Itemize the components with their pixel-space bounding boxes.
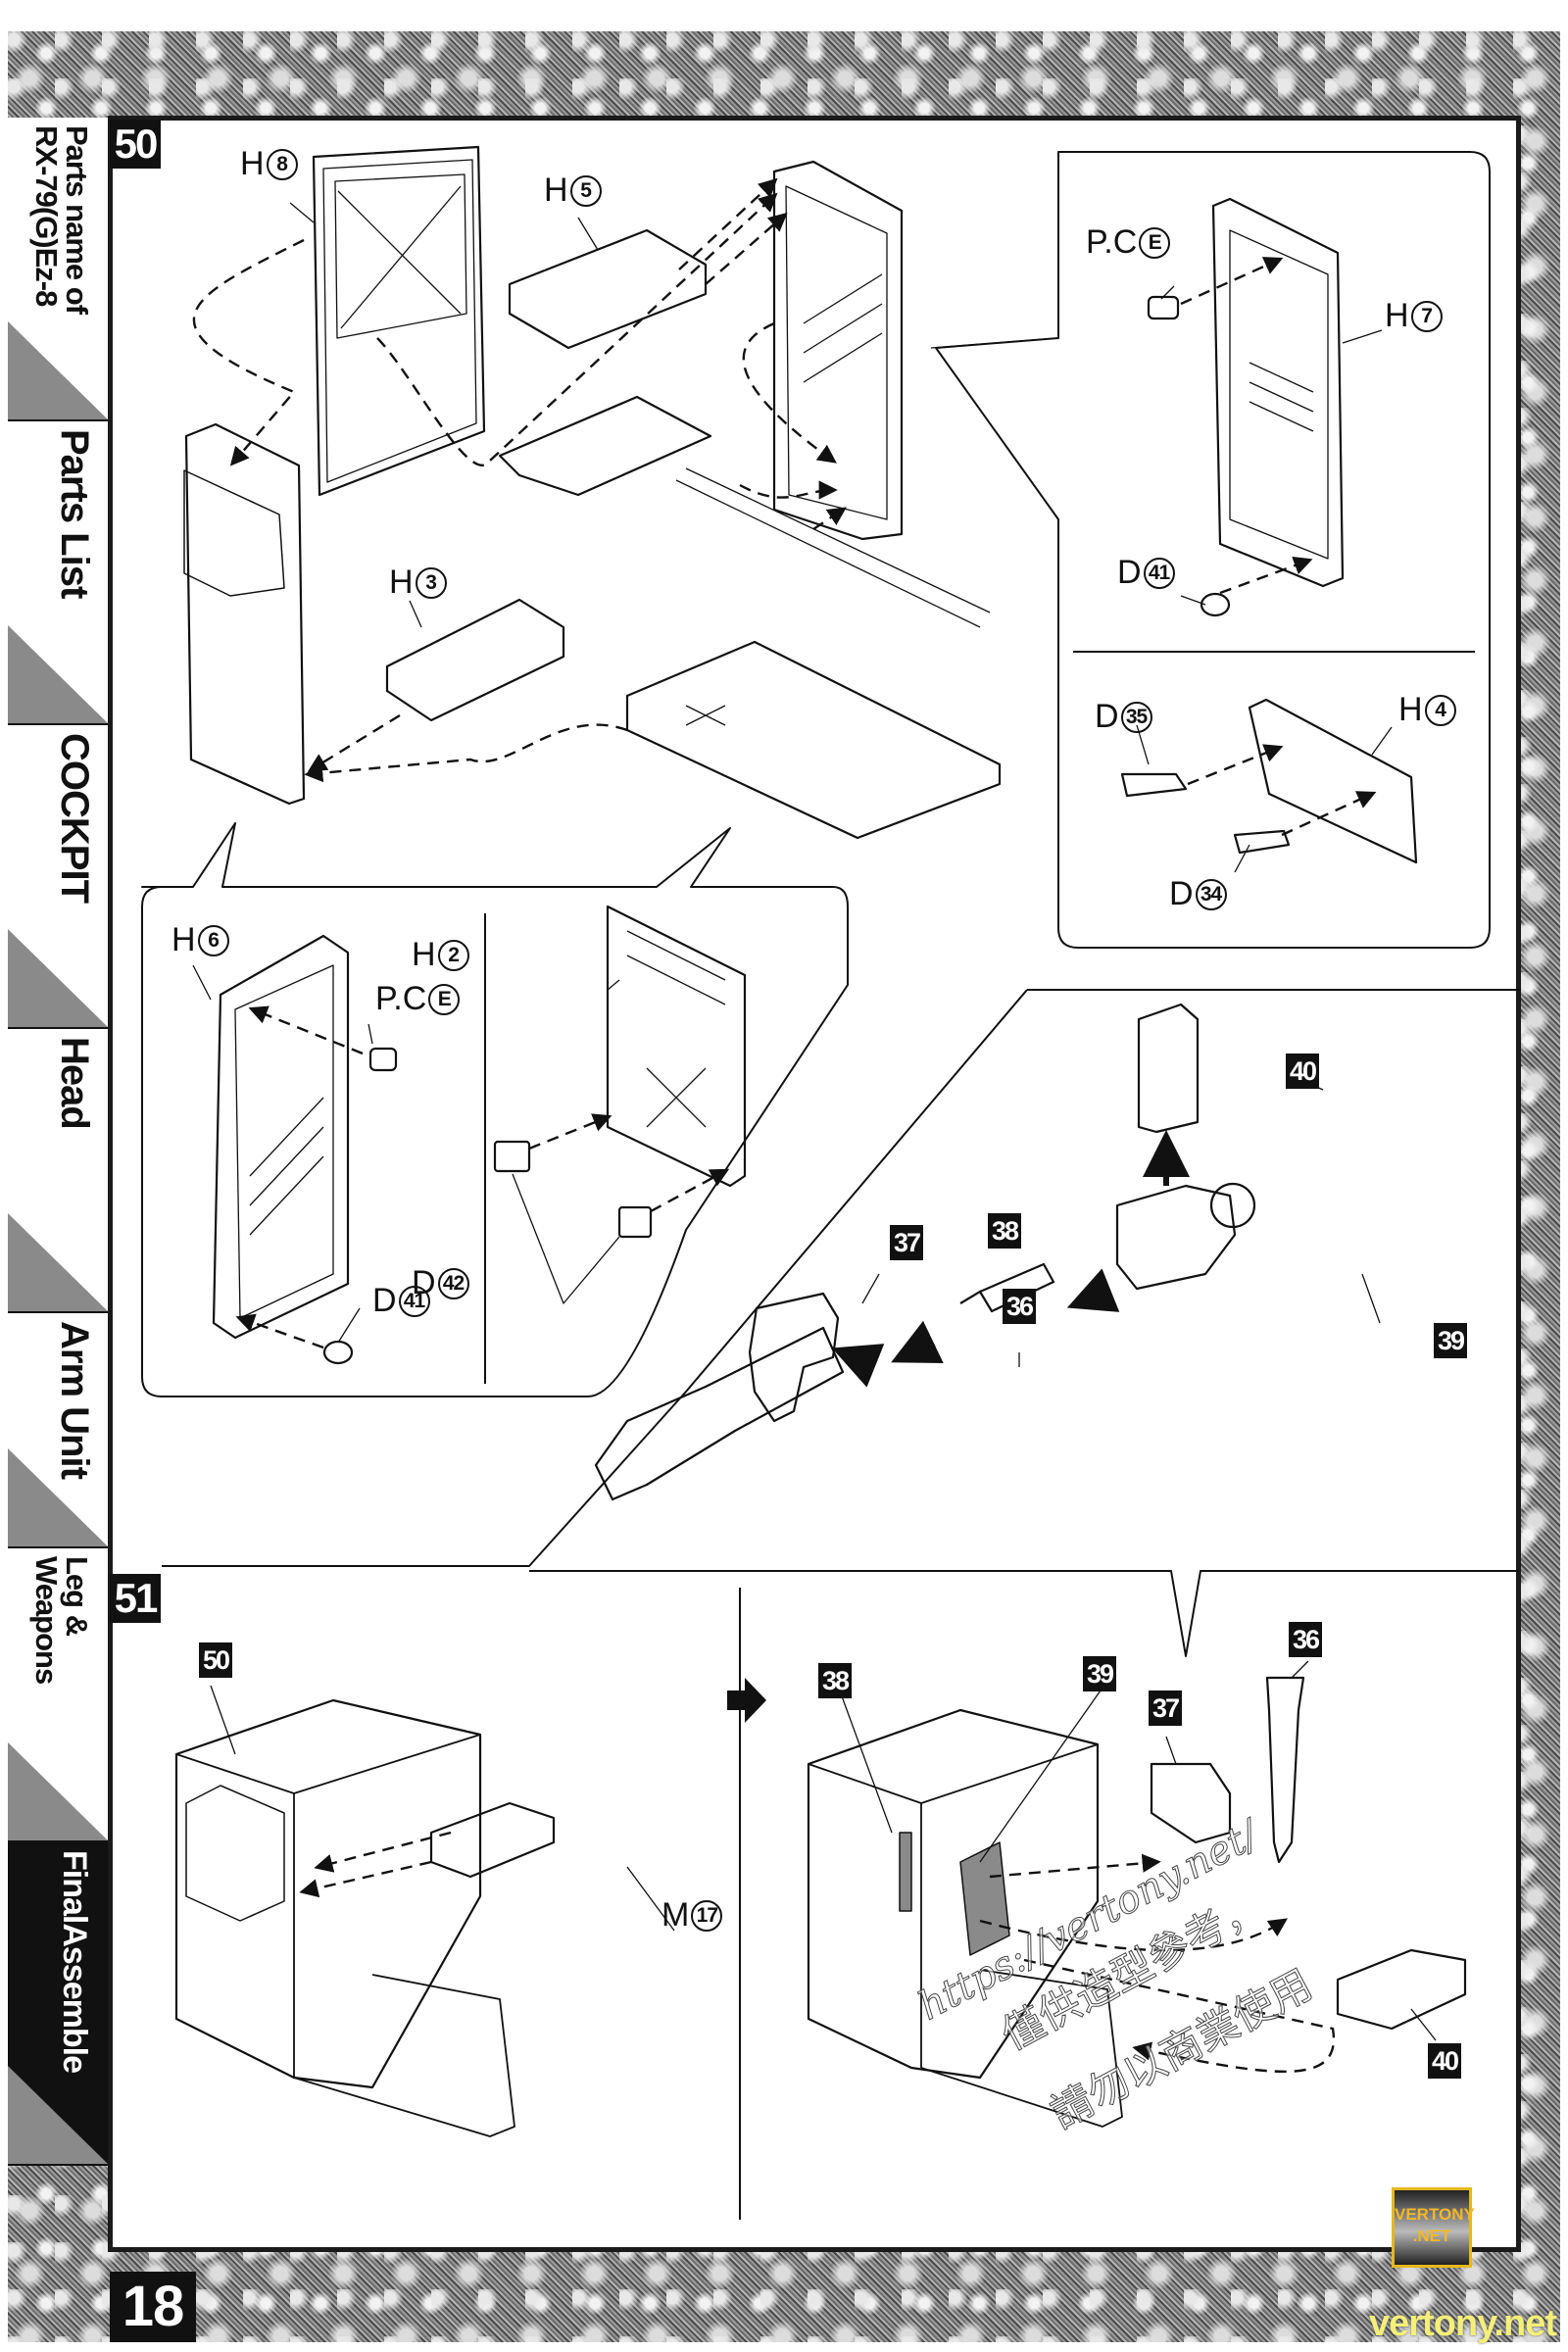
part-pc-e-left	[368, 1047, 398, 1072]
part-36-right	[1265, 1676, 1305, 1864]
sidebar-tab-head[interactable]: Head	[8, 1029, 108, 1313]
vertony-logo: VERTONY .NET	[1392, 2187, 1475, 2268]
tab-corner-texture	[8, 1448, 108, 1546]
part-h8-panel	[312, 145, 486, 497]
sidebar-tab-parts-list[interactable]: Parts List	[8, 421, 108, 725]
weapon-panel-border	[162, 989, 1521, 1567]
inset-box-bottom	[141, 822, 849, 1397]
logo-line-1: VERTONY	[1395, 2205, 1475, 2224]
part-number-39: 39	[1434, 1323, 1467, 1358]
sidebar-tab-parts-name[interactable]: Parts name of RX-79(G)Ez-8	[8, 118, 108, 421]
part-39-muzzle	[1209, 1182, 1256, 1229]
part-d34	[1233, 829, 1291, 855]
part-h2	[606, 905, 747, 1188]
tab-corner-texture	[8, 2066, 108, 2164]
part-right-frame	[772, 160, 904, 541]
part-d42-b	[617, 1205, 653, 1239]
assembled-cockpit-left	[174, 1698, 515, 2137]
assembled-cockpit-right	[807, 1708, 1123, 2128]
watermark-site: vertony.net	[1368, 2303, 1557, 2344]
part-h4	[1248, 698, 1418, 864]
part-number-50-ref: 50	[199, 1642, 232, 1678]
part-h5-plate	[508, 228, 708, 350]
part-d35	[1120, 772, 1188, 798]
part-number-37: 37	[890, 1225, 923, 1260]
sidebar-tab-cockpit[interactable]: COCKPIT	[8, 725, 108, 1029]
sidebar-tab-final-assemble[interactable]: FinalAssemble	[8, 1842, 108, 2166]
part-d41-left	[322, 1340, 354, 1365]
part-pc-e-small	[1147, 295, 1180, 320]
part-m17	[429, 1801, 556, 1879]
sidebar-tab-leg-weapons[interactable]: Leg & Weapons	[8, 1548, 108, 1842]
part-h6	[212, 934, 350, 1340]
step51-separator	[529, 1570, 1519, 1657]
part-37-grip	[748, 1292, 840, 1423]
part-40-right	[1336, 1948, 1467, 2031]
part-39-body	[1115, 1184, 1237, 1291]
tab-corner-texture	[8, 929, 108, 1027]
instruction-panel	[108, 116, 1521, 2252]
part-left-cover	[183, 422, 306, 806]
part-number-37-ref: 37	[1149, 1690, 1182, 1726]
part-36-barrel	[594, 1326, 845, 1501]
tab-corner-texture	[8, 625, 108, 723]
part-floor-plate	[625, 640, 1002, 840]
part-d42-a	[493, 1140, 531, 1173]
part-h7	[1211, 197, 1345, 588]
part-number-39-ref: 39	[1083, 1656, 1116, 1691]
part-38-barrel	[959, 1262, 1055, 1313]
sidebar-tab-arm-unit[interactable]: Arm Unit	[8, 1313, 108, 1548]
tab-corner-texture	[8, 1742, 108, 1840]
part-number-36-ref: 36	[1289, 1622, 1322, 1657]
part-number-38: 38	[988, 1213, 1021, 1249]
page-number: 18	[110, 2272, 196, 2342]
tab-corner-texture	[8, 1213, 108, 1311]
part-number-36: 36	[1003, 1289, 1036, 1324]
logo-line-2: .NET	[1412, 2227, 1451, 2245]
part-number-38-ref: 38	[818, 1663, 852, 1698]
part-lower-plate	[498, 395, 712, 497]
inset-box-right	[935, 151, 1491, 949]
part-number-40: 40	[1286, 1054, 1319, 1089]
part-d41-small	[1200, 592, 1231, 617]
part-number-40-ref: 40	[1428, 2043, 1461, 2079]
step-51-badge: 51	[110, 1574, 161, 1623]
tab-corner-texture	[8, 321, 108, 419]
step-50-badge: 50	[110, 120, 161, 169]
part-40-magazine	[1137, 1003, 1200, 1134]
part-h3	[385, 598, 565, 722]
part-37-right	[1150, 1762, 1232, 1844]
next-step-arrow-icon	[727, 1678, 766, 1723]
